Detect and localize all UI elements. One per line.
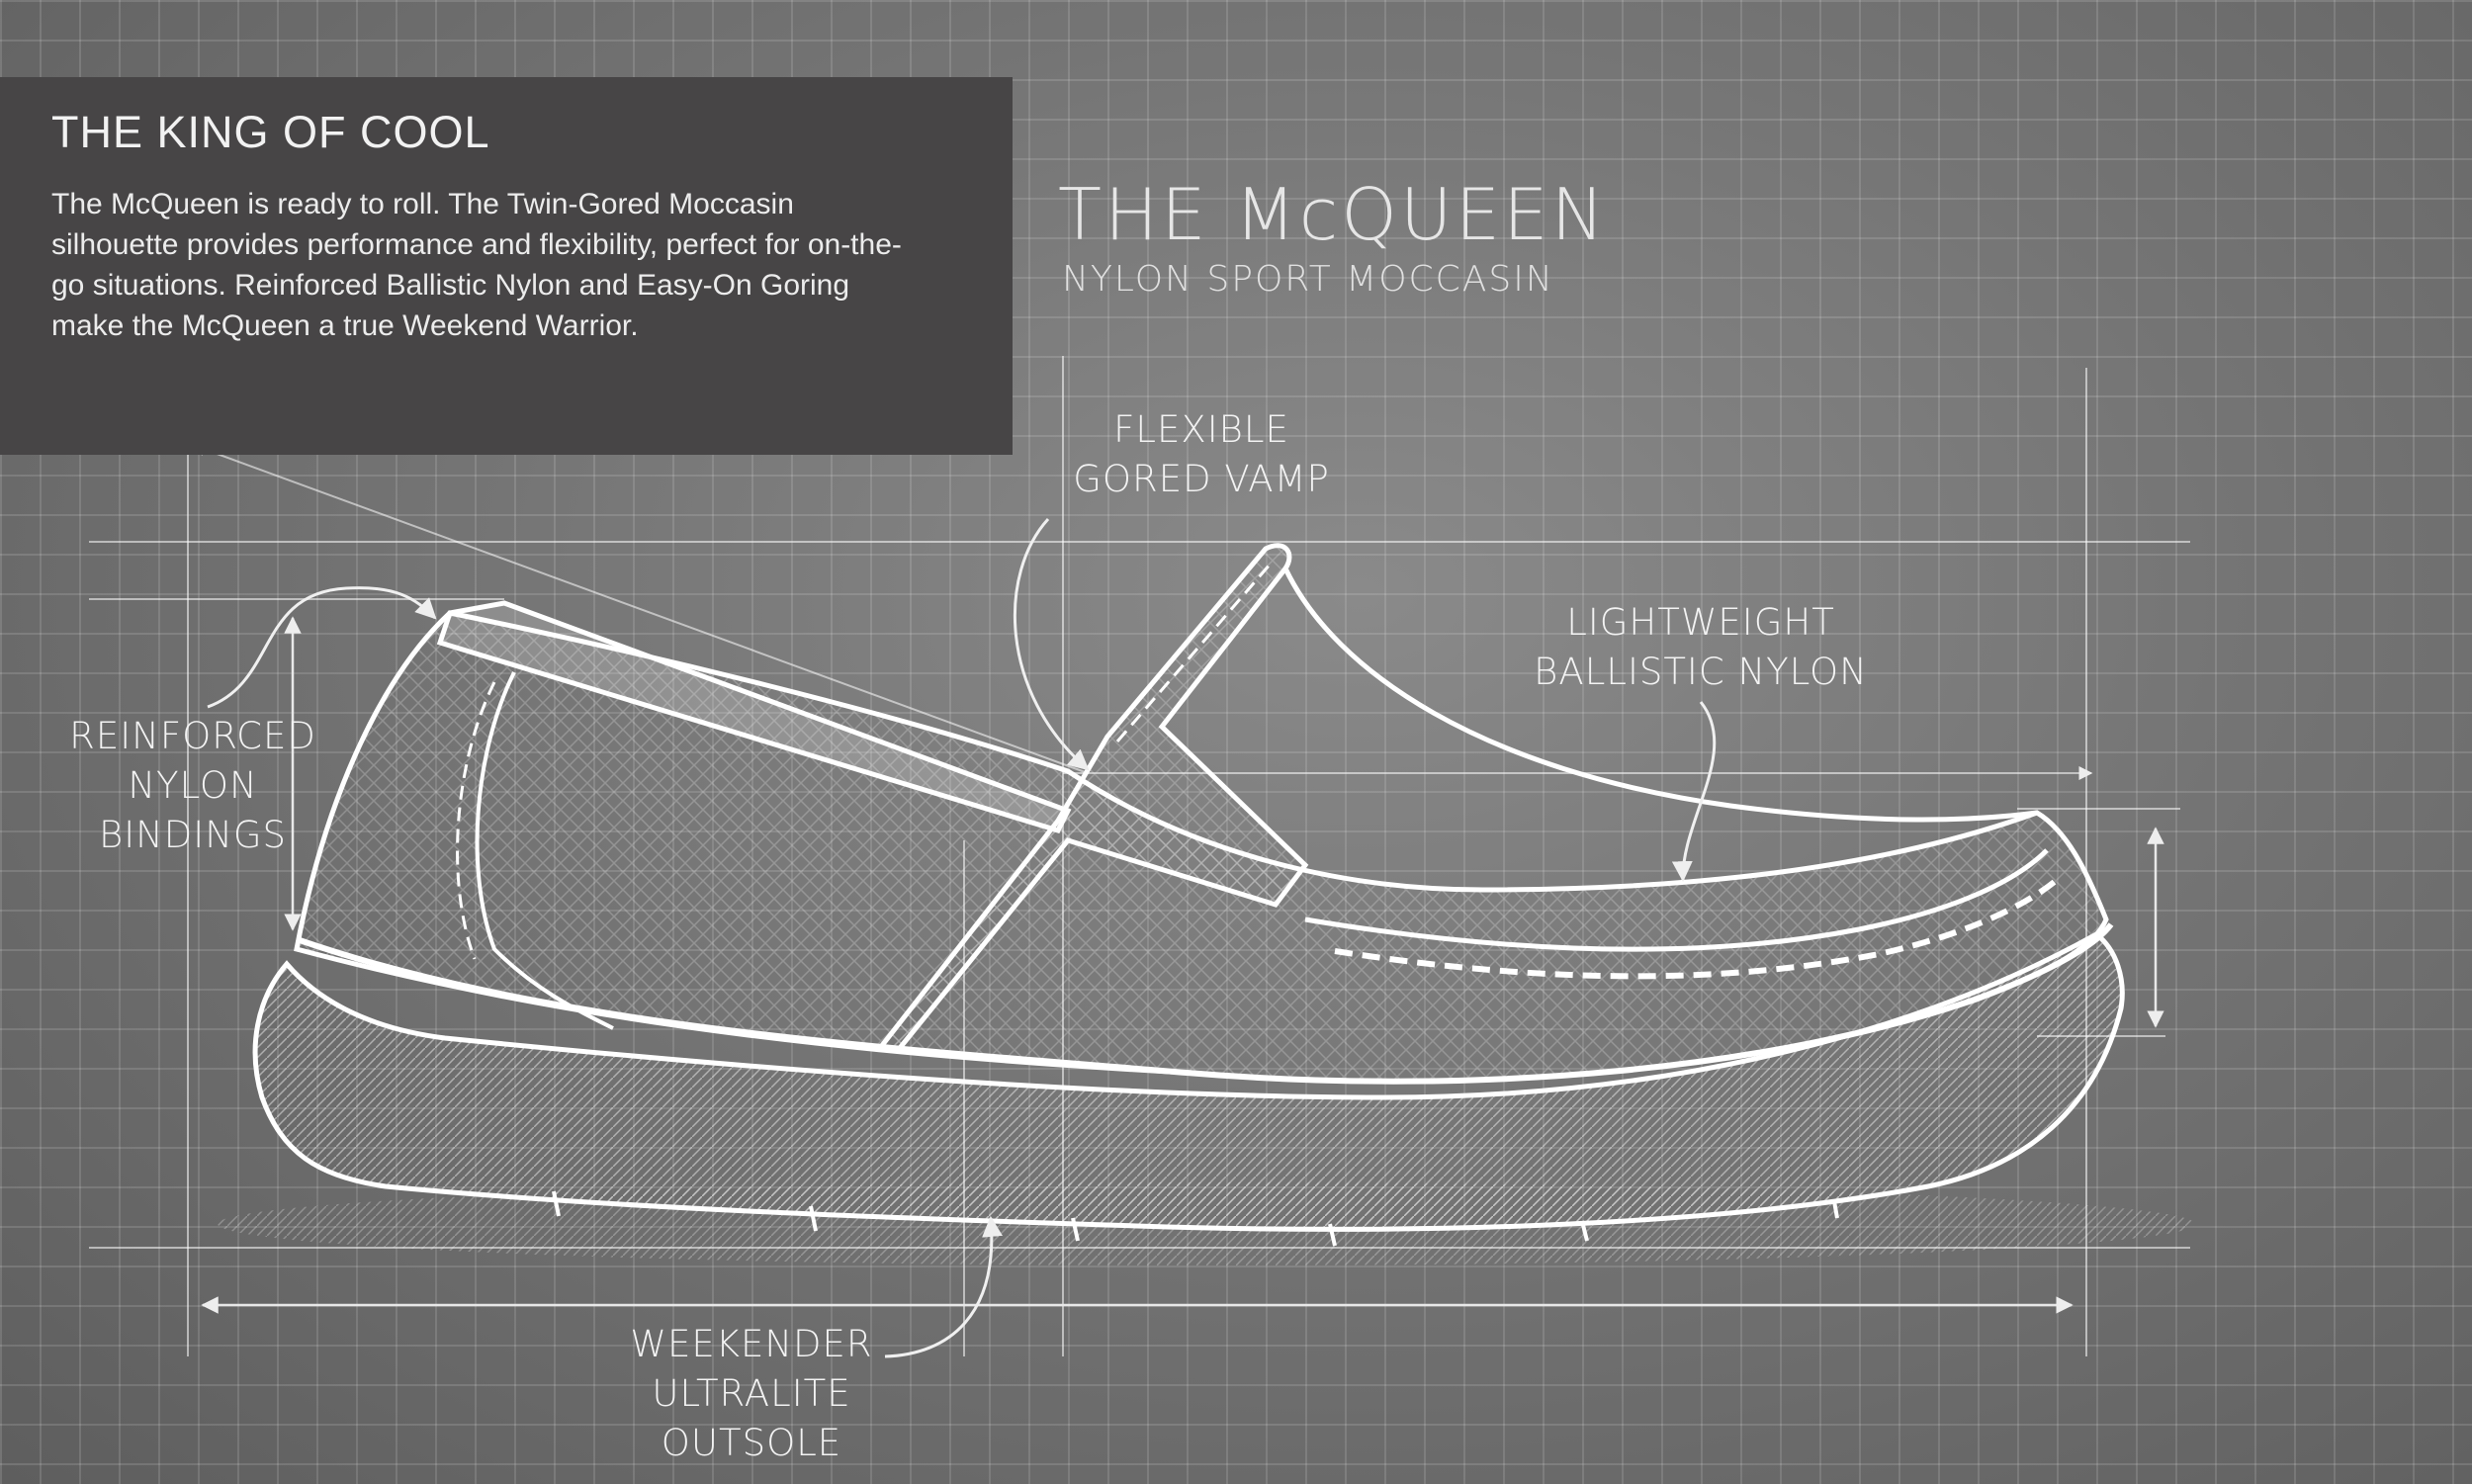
callout-line: FLEXIBLE	[1113, 408, 1289, 451]
panel-title: THE KING OF COOL	[51, 107, 490, 157]
product-subtitle: NYLON SPORT MOCCASIN	[1062, 259, 1554, 300]
callout-ballistic-nylon: LIGHTWEIGHT BALLISTIC NYLON	[1523, 598, 1879, 697]
upper-outline	[294, 543, 2109, 1085]
callout-line: BALLISTIC NYLON	[1534, 651, 1868, 693]
callout-line: WEEKENDER	[630, 1323, 873, 1365]
product-name: THE McQUEEN	[1058, 173, 1608, 256]
dimension-arrows	[201, 616, 2164, 1314]
callout-line: ULTRALITE OUTSOLE	[652, 1372, 851, 1464]
callout-leaders	[207, 517, 1717, 1358]
callout-gored-vamp: FLEXIBLE GORED VAMP	[1068, 405, 1335, 504]
panel-description: The McQueen is ready to roll. The Twin-G…	[51, 188, 902, 342]
callout-line: GORED VAMP	[1073, 458, 1330, 500]
callout-line: LIGHTWEIGHT	[1566, 601, 1835, 644]
callout-line: REINFORCED	[69, 715, 316, 757]
description-panel: THE KING OF COOL The McQueen is ready to…	[0, 77, 1013, 455]
callout-outsole: WEEKENDER ULTRALITE OUTSOLE	[564, 1320, 939, 1468]
callout-line: NYLON BINDINGS	[98, 764, 288, 856]
callout-nylon-bindings: REINFORCED NYLON BINDINGS	[44, 712, 341, 860]
